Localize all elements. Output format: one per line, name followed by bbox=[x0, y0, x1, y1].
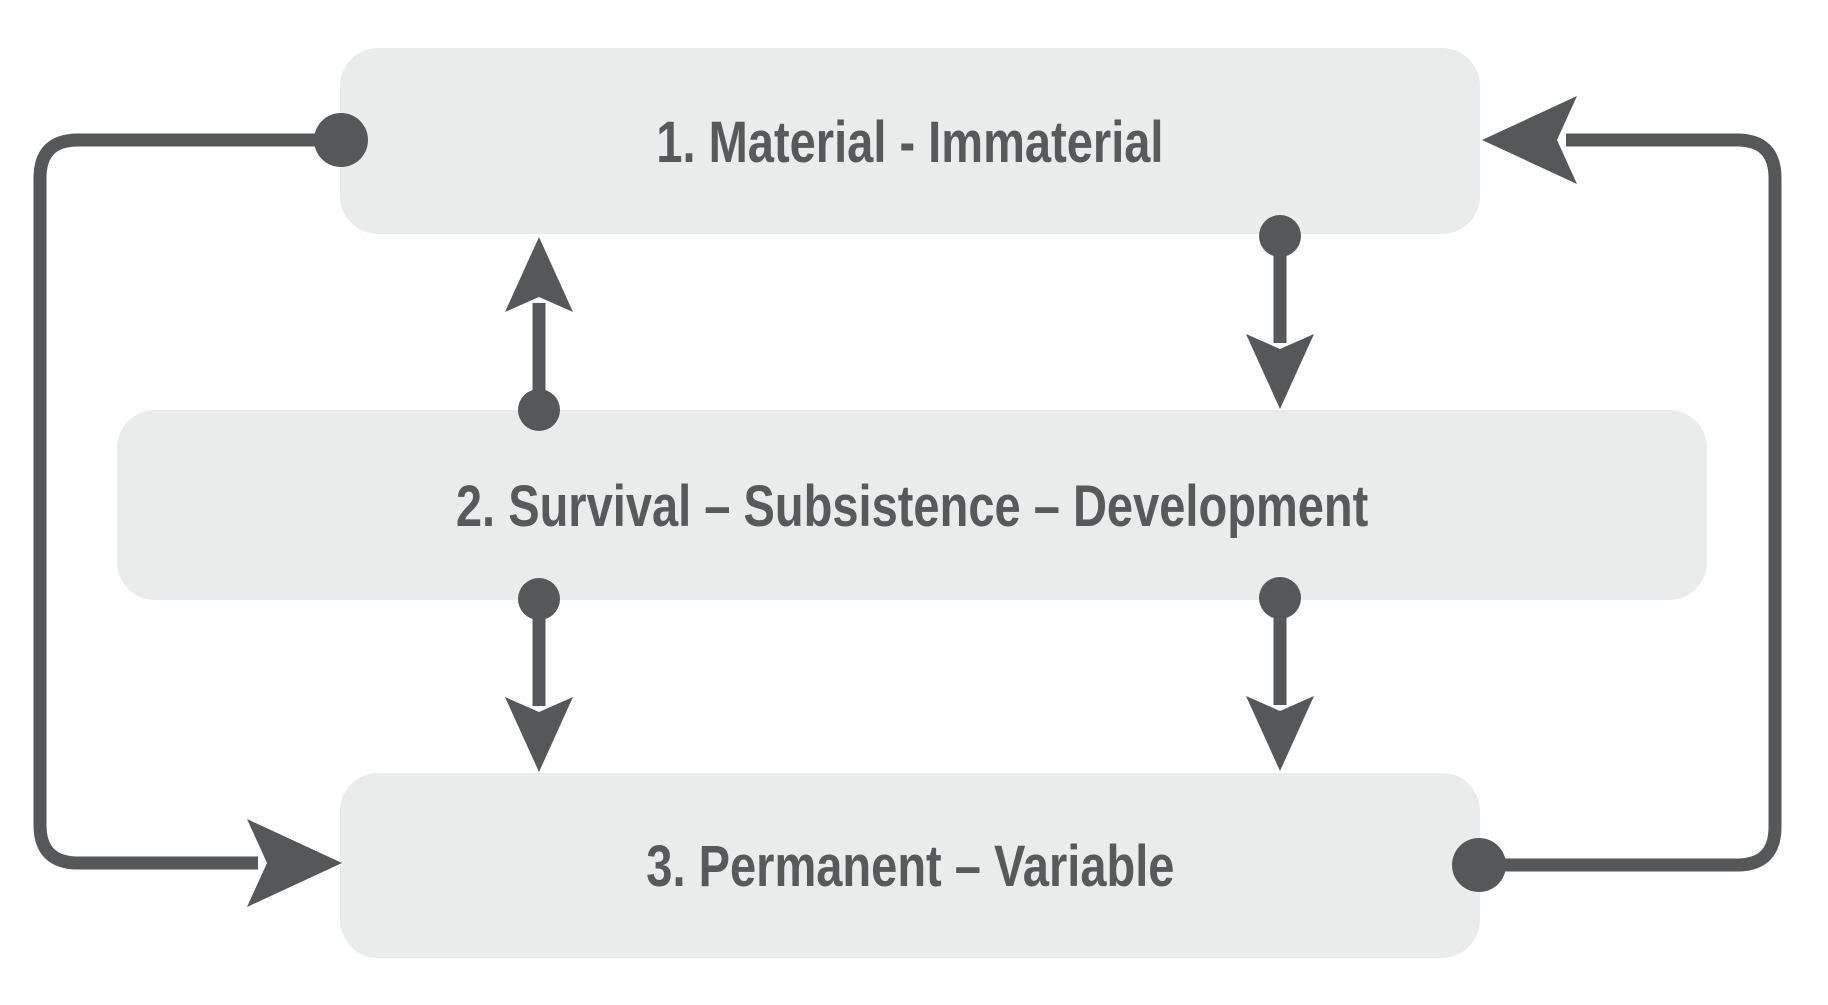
connector-box2-to-box3-right-arrowhead bbox=[1246, 696, 1314, 771]
box-permanent-variable: 3. Permanent – Variable bbox=[340, 773, 1480, 958]
box-survival-subsistence-development-label: 2. Survival – Subsistence – Development bbox=[455, 472, 1369, 538]
connector-box1-to-box3-arrowhead bbox=[247, 819, 342, 907]
box-material-immaterial: 1. Material - Immaterial bbox=[340, 48, 1480, 234]
connector-box2-to-box3-down-right bbox=[1246, 577, 1314, 771]
connector-box2-to-box3-left-arrowhead bbox=[505, 697, 573, 772]
connector-box2-to-box1-arrowhead bbox=[505, 237, 573, 312]
connector-box1-to-box2-down bbox=[1246, 215, 1314, 409]
connector-box1-to-box2-arrowhead bbox=[1246, 334, 1314, 409]
box-survival-subsistence-development: 2. Survival – Subsistence – Development bbox=[117, 410, 1707, 600]
connector-box3-to-box1-arrowhead bbox=[1482, 96, 1577, 184]
connector-box2-to-box3-down-left bbox=[505, 578, 573, 772]
connector-box2-to-box1-up bbox=[505, 237, 573, 431]
box-permanent-variable-label: 3. Permanent – Variable bbox=[645, 832, 1175, 899]
box-material-immaterial-label: 1. Material - Immaterial bbox=[656, 108, 1164, 174]
